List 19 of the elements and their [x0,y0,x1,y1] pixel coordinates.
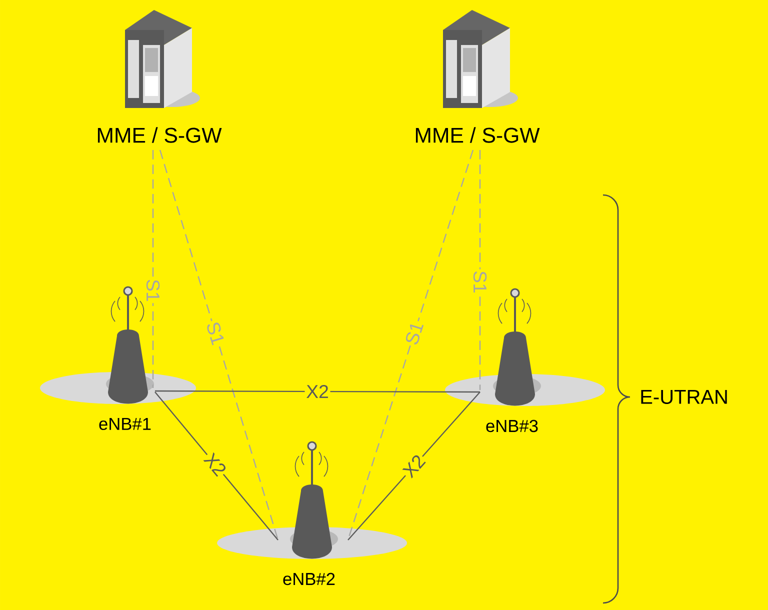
connector-line [348,392,480,540]
connector-line [155,390,480,393]
node-label: MME / S-GW [416,127,540,143]
connector-line [159,150,279,540]
edge-label: S1 [145,278,161,304]
edge-label: S1 [402,318,426,348]
connector-line [154,392,278,540]
edge-label: X2 [201,450,230,480]
node-label: eNB#1 [99,418,151,430]
connector-line [152,150,154,388]
node-label: eNB#2 [283,572,335,586]
edge-label: X2 [400,451,428,481]
node-label: MME / S-GW [98,127,222,143]
edge-label: S1 [204,318,227,348]
edge-label: S1 [472,269,488,295]
group-label: E-UTRAN [641,390,727,404]
node-label: eNB#3 [486,420,538,432]
edge-label: X2 [304,384,330,400]
connector-line [479,150,481,390]
